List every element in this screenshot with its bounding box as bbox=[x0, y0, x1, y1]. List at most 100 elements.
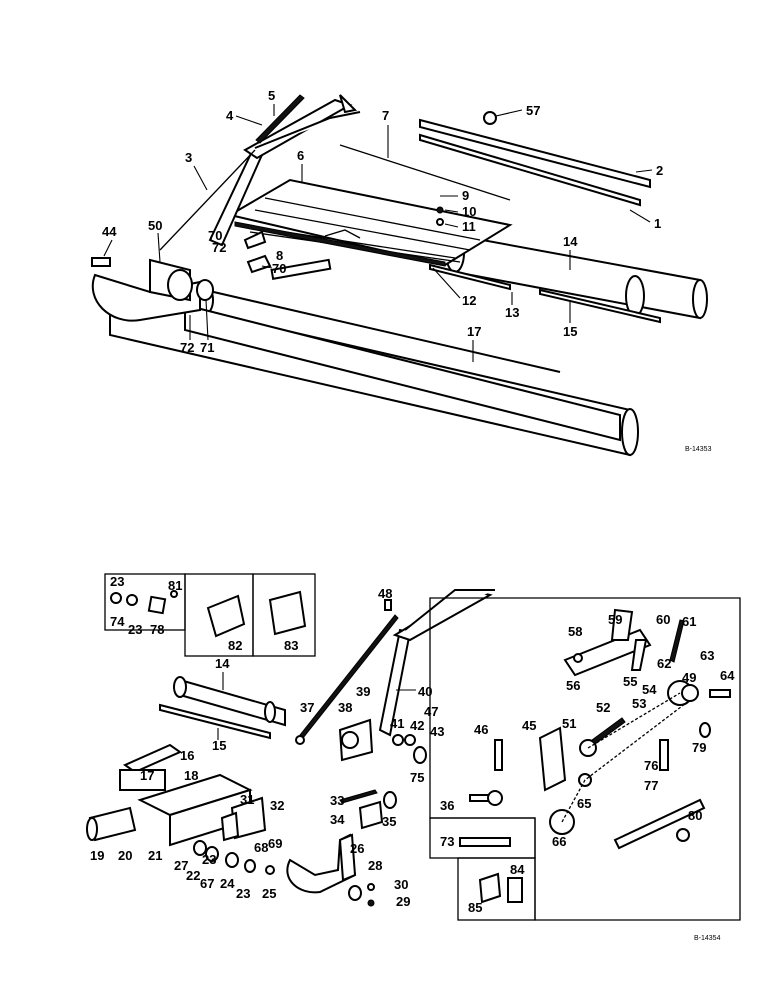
callout-5: 5 bbox=[268, 88, 275, 103]
part-85 bbox=[478, 872, 502, 904]
sprocket-63 bbox=[681, 684, 699, 702]
drawing-code-bottom: B-14354 bbox=[694, 935, 721, 942]
nut-37 bbox=[295, 735, 305, 745]
callout-56: 56 bbox=[566, 678, 580, 693]
callout-29: 29 bbox=[396, 894, 410, 909]
callout-23b: 23 bbox=[110, 574, 124, 589]
drive-box-outline bbox=[429, 597, 741, 921]
callout-43: 43 bbox=[430, 724, 444, 739]
callout-57: 57 bbox=[526, 103, 540, 118]
part-58 bbox=[573, 653, 583, 663]
callout-6: 6 bbox=[297, 148, 304, 163]
callout-10: 10 bbox=[462, 204, 476, 219]
bracket-34 bbox=[358, 800, 384, 830]
callout-68: 68 bbox=[254, 840, 268, 855]
callout-20: 20 bbox=[118, 848, 132, 863]
callout-15b: 15 bbox=[212, 738, 226, 753]
callout-79: 79 bbox=[692, 740, 706, 755]
callout-75: 75 bbox=[410, 770, 424, 785]
callout-45: 45 bbox=[522, 718, 536, 733]
callout-60: 60 bbox=[656, 612, 670, 627]
bracket-76 bbox=[659, 739, 669, 771]
callout-70a: 70 bbox=[208, 228, 222, 243]
bolt-48 bbox=[384, 599, 392, 611]
callout-30: 30 bbox=[394, 877, 408, 892]
callout-14: 14 bbox=[563, 234, 578, 249]
callout-71: 71 bbox=[200, 340, 214, 355]
callout-32: 32 bbox=[270, 798, 284, 813]
bracket-84 bbox=[507, 877, 523, 903]
callout-17: 17 bbox=[467, 324, 481, 339]
rod-3 bbox=[159, 149, 256, 251]
callout-80: 80 bbox=[688, 808, 702, 823]
callout-61: 61 bbox=[682, 614, 696, 629]
callout-18: 18 bbox=[184, 768, 198, 783]
callout-21: 21 bbox=[148, 848, 162, 863]
plate-31 bbox=[220, 811, 240, 842]
bottom-assembly: 14 15 16 17 18 19 20 21 27 22 23 67 24 2… bbox=[86, 573, 495, 909]
callout-39: 39 bbox=[356, 684, 370, 699]
bracket-70b bbox=[246, 254, 272, 274]
callout-31: 31 bbox=[240, 792, 254, 807]
spring-61 bbox=[669, 619, 685, 663]
callout-48: 48 bbox=[378, 586, 392, 601]
callout-26: 26 bbox=[350, 841, 364, 856]
callout-38: 38 bbox=[338, 700, 352, 715]
callout-40: 40 bbox=[418, 684, 432, 699]
callout-44: 44 bbox=[102, 224, 117, 239]
bracket-45 bbox=[538, 726, 567, 792]
part-60 bbox=[630, 639, 648, 671]
callout-7: 7 bbox=[382, 108, 389, 123]
bar-1 bbox=[419, 133, 641, 207]
callout-15: 15 bbox=[563, 324, 577, 339]
nut-10 bbox=[436, 206, 444, 214]
callout-64: 64 bbox=[720, 668, 735, 683]
callout-50: 50 bbox=[148, 218, 162, 233]
callout-28: 28 bbox=[368, 858, 382, 873]
frame-arm-5 bbox=[208, 94, 361, 247]
callout-67: 67 bbox=[200, 876, 214, 891]
callout-58: 58 bbox=[568, 624, 582, 639]
callout-17b: 17 bbox=[140, 768, 154, 783]
callout-8: 8 bbox=[276, 248, 283, 263]
washer-28 bbox=[348, 885, 362, 901]
tube-lower bbox=[184, 303, 621, 442]
callout-9: 9 bbox=[462, 188, 469, 203]
callout-13: 13 bbox=[505, 305, 519, 320]
callout-47: 47 bbox=[424, 704, 438, 719]
callout-51: 51 bbox=[562, 716, 576, 731]
callout-2: 2 bbox=[656, 163, 663, 178]
part-82 bbox=[206, 594, 246, 638]
part-83 bbox=[268, 590, 307, 636]
callout-59: 59 bbox=[608, 612, 622, 627]
callout-11: 11 bbox=[462, 219, 476, 234]
callout-52: 52 bbox=[596, 700, 610, 715]
callout-74: 74 bbox=[110, 614, 125, 629]
callout-4: 4 bbox=[226, 108, 234, 123]
callout-83: 83 bbox=[284, 638, 298, 653]
inset-box-83 bbox=[252, 573, 316, 657]
part-75 bbox=[413, 746, 427, 764]
bracket-70a bbox=[243, 230, 267, 250]
callout-3: 3 bbox=[185, 150, 192, 165]
callout-77: 77 bbox=[644, 778, 658, 793]
callout-53: 53 bbox=[632, 696, 646, 711]
callout-54: 54 bbox=[642, 682, 657, 697]
callout-1: 1 bbox=[654, 216, 661, 231]
drawing-code-top: B-14353 bbox=[685, 446, 712, 453]
knob-57 bbox=[483, 111, 497, 125]
callout-42: 42 bbox=[410, 718, 424, 733]
callout-16: 16 bbox=[180, 748, 194, 763]
top-assembly: 2 1 57 7 6 5 4 3 9 10 11 14 50 44 70 72 … bbox=[91, 88, 712, 457]
callout-66: 66 bbox=[552, 834, 566, 849]
callout-34: 34 bbox=[330, 812, 345, 827]
callout-69: 69 bbox=[268, 836, 282, 851]
callout-23: 23 bbox=[202, 852, 216, 867]
callout-82: 82 bbox=[228, 638, 242, 653]
washer-30 bbox=[367, 883, 375, 891]
callout-23d: 23 bbox=[236, 886, 250, 901]
callout-19: 19 bbox=[90, 848, 104, 863]
callout-78: 78 bbox=[150, 622, 164, 637]
callout-46: 46 bbox=[474, 722, 488, 737]
